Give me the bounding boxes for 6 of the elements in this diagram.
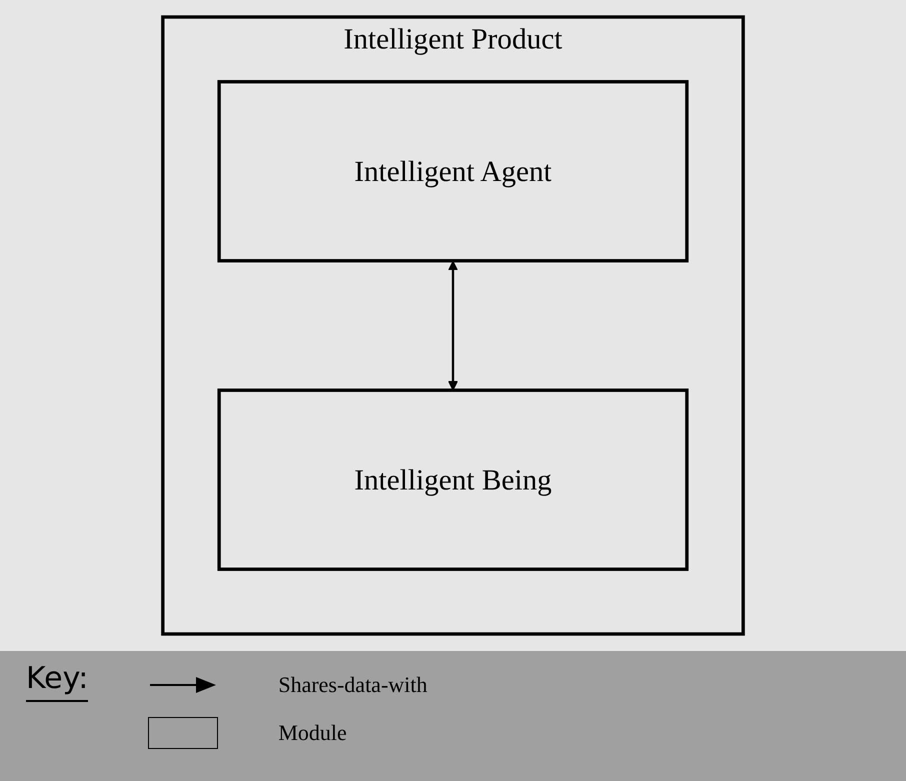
key-heading: Key: [26, 661, 88, 702]
legend-text: Shares-data-with [278, 672, 428, 698]
legend-text: Module [278, 720, 347, 746]
arrow [448, 260, 458, 391]
node-box: Intelligent Being [217, 388, 689, 571]
node-box: Intelligent Agent [217, 80, 689, 262]
